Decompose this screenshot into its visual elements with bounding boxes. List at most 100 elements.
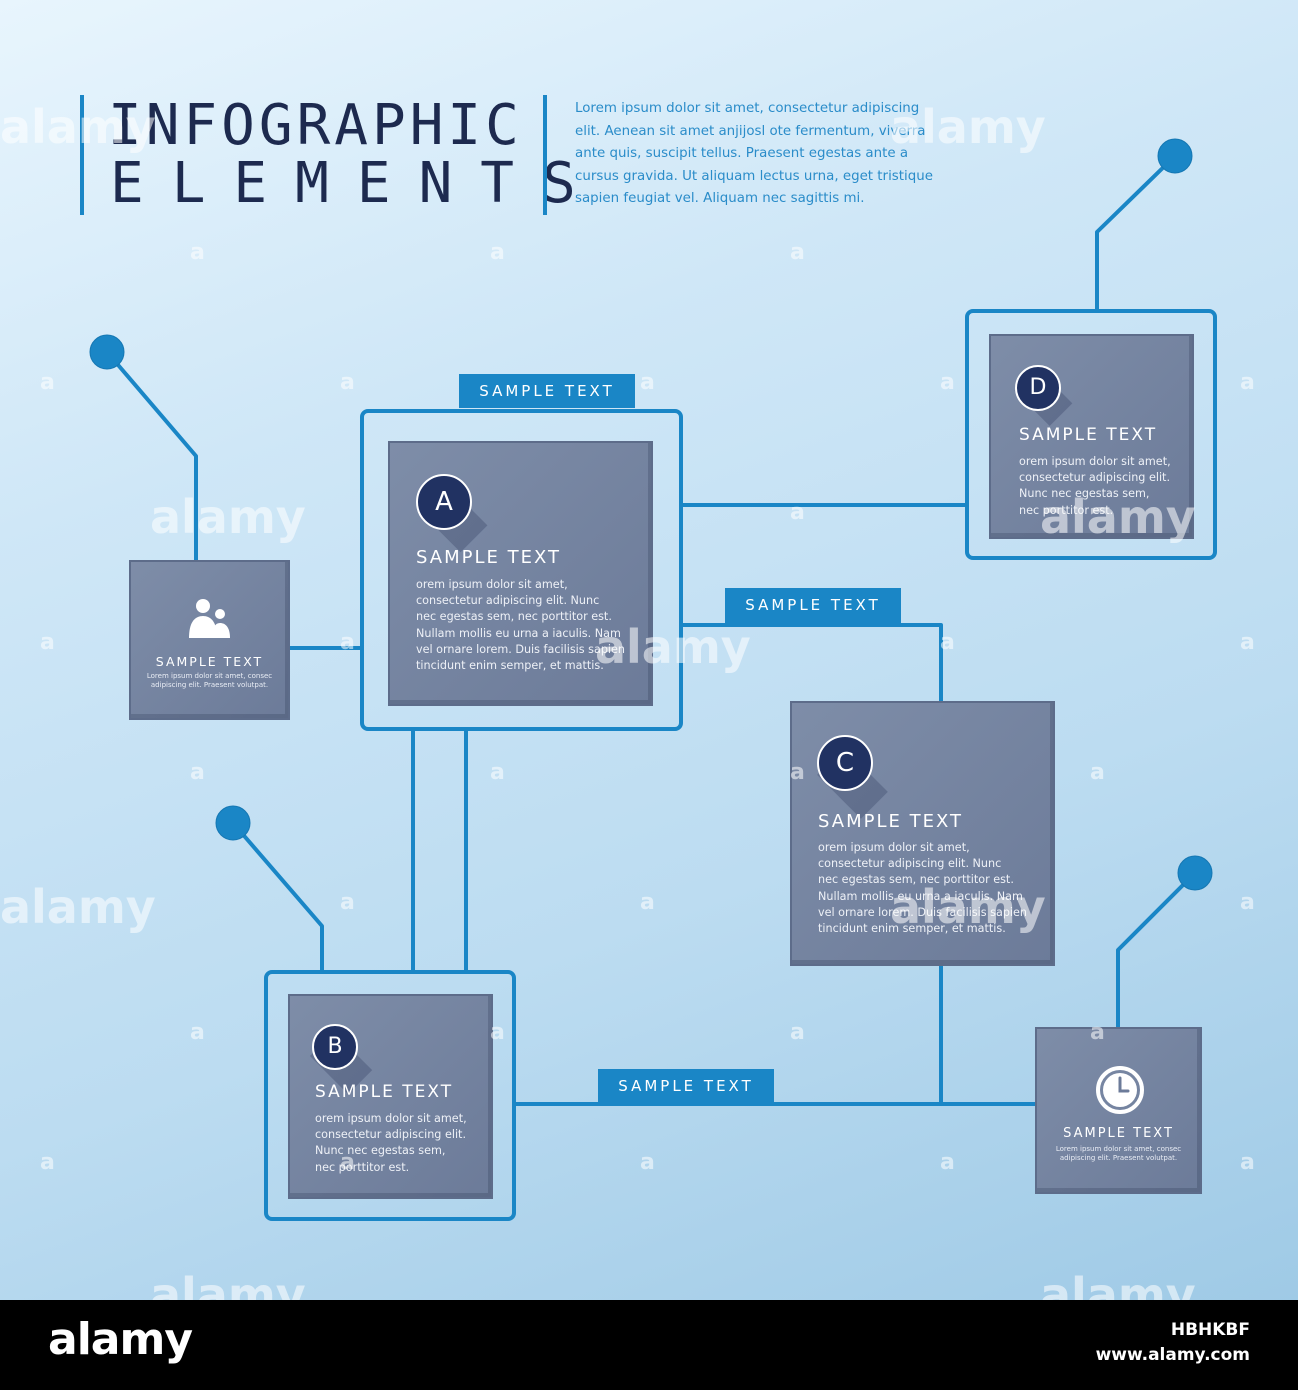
watermark: alamy [0,100,156,154]
connector-b-pin [231,821,324,972]
body-line: orem ipsum dolor sit amet, [315,1112,467,1125]
watermark-small: a [490,240,505,265]
node-c-badge: C [817,735,873,791]
body-line: tincidunt enim semper, et mattis. [818,922,1006,936]
watermark-small: a [40,370,55,395]
node-a-frame [360,409,683,731]
watermark-small: a [790,240,805,265]
node-clock-title: SAMPLE TEXT [1063,1126,1174,1141]
watermark-small: a [1240,370,1255,395]
watermark-small: a [1090,1020,1105,1045]
node-d-title: SAMPLE TEXT [1019,425,1158,445]
watermark-small: a [790,500,805,525]
node-d-frame [965,309,1217,560]
watermark-small: a [640,370,655,395]
watermark-small: a [340,630,355,655]
watermark: alamy [1040,1268,1196,1300]
watermark-small: a [490,1020,505,1045]
node-c-title: SAMPLE TEXT [818,811,963,832]
body-line: consectetur adipiscing elit. Nunc [818,857,1002,871]
footer-logo: alamy [48,1314,193,1365]
bottom-tag: SAMPLE TEXT [598,1069,774,1103]
footer-image-id: HBHKBF [1170,1320,1250,1340]
watermark-small: a [1240,1150,1255,1175]
watermark: alamy [890,100,1046,154]
watermark-small: a [940,1150,955,1175]
body-line: Lorem ipsum dolor sit amet, consec [146,672,273,680]
watermark: alamy [150,1268,306,1300]
body-line: Lorem ipsum dolor sit amet, consec [1055,1145,1182,1153]
node-a-badge: A [416,474,472,530]
pin-dot-b [215,805,251,841]
intro-line: cursus gravida. Ut aliquam lectus urna, … [575,168,933,184]
connector-people-pin [105,350,198,564]
intro-line: ante quis, suscipit tellus. Praesent ege… [575,146,909,162]
node-people-card: SAMPLE TEXT Lorem ipsum dolor sit amet, … [129,560,290,720]
watermark-small: a [190,760,205,785]
watermark: alamy [150,490,306,544]
page-title-line2: ELEMENTS [110,151,604,216]
people-icon [189,599,230,638]
watermark-small: a [40,630,55,655]
body-line: consectetur adipiscing elit. [315,1128,467,1142]
intro-line: sapien feugiat vel. Aliquam nec sagittis… [575,191,865,207]
stock-footer: alamy HBHKBF www.alamy.com [0,1300,1298,1390]
body-line: Nullam mollis eu urna a iaculis. Nam [818,889,1023,903]
node-b-frame [264,970,516,1221]
node-clock-body: Lorem ipsum dolor sit amet, consec adipi… [1047,1145,1190,1162]
node-b-body: orem ipsum dolor sit amet, consectetur a… [315,1111,467,1176]
body-line: vel ornare lorem. Duis facilisis sapien [416,642,626,656]
watermark: alamy [595,620,751,674]
watermark-small: a [940,370,955,395]
intro-line: Lorem ipsum dolor sit amet, consectetur … [575,101,920,116]
body-line: nec porttitor est. [315,1160,410,1174]
title-right-rule [543,95,547,215]
watermark-small: a [640,1150,655,1175]
body-line: orem ipsum dolor sit amet, [416,578,568,591]
body-line: Nunc nec egestas sem, [1019,487,1150,501]
watermark-small: a [190,240,205,265]
watermark-small: a [190,1020,205,1045]
watermark-small: a [490,760,505,785]
watermark-small: a [790,760,805,785]
connector-lines [89,138,1213,1106]
body-line: Nunc nec egestas sem, [315,1144,446,1158]
body-line: nec egestas sem, nec porttitor est. [416,610,612,624]
body-line: nec egestas sem, nec porttitor est. [818,873,1014,887]
connector-a-c [680,623,943,704]
body-line: orem ipsum dolor sit amet, [818,841,970,854]
intro-line: elit. Aenean sit amet anjijosl ote ferme… [575,123,926,139]
watermark-small: a [940,630,955,655]
body-line: adipiscing elit. Praesent volutpat. [1059,1153,1178,1162]
connector-d-pin [1095,154,1177,312]
node-people-body: Lorem ipsum dolor sit amet, consec adipi… [141,672,278,689]
node-b-badge: B [312,1024,358,1070]
pin-dot-clock [1177,855,1213,891]
node-a-card: A SAMPLE TEXT orem ipsum dolor sit amet,… [388,441,653,706]
node-a-title: SAMPLE TEXT [416,547,561,568]
node-b-title: SAMPLE TEXT [315,1082,454,1102]
title-left-rule [80,95,84,215]
node-a-body: orem ipsum dolor sit amet, consectetur a… [416,577,625,674]
watermark: alamy [0,880,156,934]
node-people-title: SAMPLE TEXT [155,654,264,669]
infographic-canvas: INFOGRAPHIC ELEMENTS Lorem ipsum dolor s… [0,0,1298,1300]
body-line: tincidunt enim semper, et mattis. [416,659,604,673]
watermark-small: a [790,1020,805,1045]
body-line: consectetur adipiscing elit. Nunc [416,594,600,608]
node-c-body: orem ipsum dolor sit amet, consectetur a… [818,840,1027,937]
node-d-badge: D [1015,365,1061,411]
pin-dot-people [89,334,125,370]
body-line: adipiscing elit. Praesent volutpat. [150,680,269,689]
body-line: vel ornare lorem. Duis facilisis sapien [818,905,1028,919]
watermark-small: a [640,890,655,915]
watermark-small: a [340,1150,355,1175]
body-line: consectetur adipiscing elit. [1019,471,1171,485]
watermark-small: a [340,370,355,395]
body-line: nec porttitor est. [1019,503,1114,517]
body-line: Nullam mollis eu urna a iaculis. Nam [416,626,621,640]
node-a-tag: SAMPLE TEXT [459,374,635,408]
watermark-small: a [40,1150,55,1175]
watermark-small: a [1240,890,1255,915]
node-d-card: D SAMPLE TEXT orem ipsum dolor sit amet,… [989,334,1194,539]
